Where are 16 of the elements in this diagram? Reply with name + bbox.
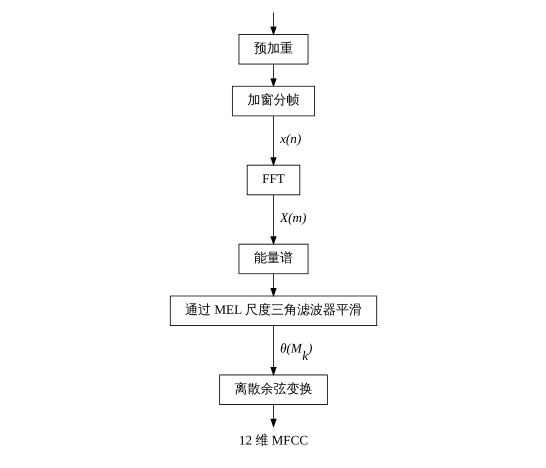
arrow xyxy=(270,274,276,298)
arrow xyxy=(270,116,276,166)
node-text: 12 维 MFCC xyxy=(238,432,308,448)
arrow xyxy=(270,194,276,246)
node-box: 预加重 xyxy=(238,34,308,64)
node-box: 离散余弦变换 xyxy=(218,374,328,405)
node-box: 能量谱 xyxy=(238,244,308,274)
arrow xyxy=(270,325,276,376)
arrow xyxy=(270,12,276,36)
node-box: FFT xyxy=(246,164,300,196)
edge-label: x(n) xyxy=(280,130,301,146)
node-box: 通过 MEL 尺度三角滤波器平滑 xyxy=(169,296,377,326)
arrow xyxy=(270,64,276,88)
node-box: 加窗分帧 xyxy=(231,86,315,116)
arrow xyxy=(270,404,276,428)
edge-label: X(m) xyxy=(280,210,306,225)
